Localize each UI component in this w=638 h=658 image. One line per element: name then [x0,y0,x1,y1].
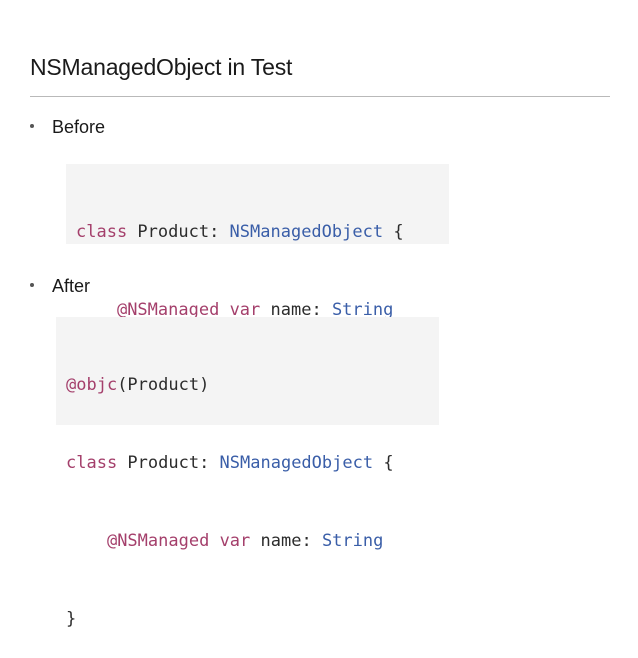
code-attribute: @NSManaged [116,300,220,320]
code-keyword: class [66,453,118,473]
code-keyword: var [229,300,261,320]
code-text: name: [250,531,322,551]
code-text: Product: [117,453,220,473]
bullet-after: After [30,276,90,297]
code-text: { [383,222,404,242]
bullet-label: After [52,276,91,296]
code-keyword: class [76,222,128,242]
code-line: class Product: NSManagedObject { [76,219,449,245]
title-divider [30,96,610,97]
code-line: } [66,606,439,632]
code-text: name: [260,300,332,320]
code-line: @objc(Product) [66,372,439,398]
code-text: Product: [127,222,230,242]
code-type: String [321,531,384,551]
bullet-before: Before [30,117,105,138]
bullet-dot-icon [30,282,34,287]
code-line: class Product: NSManagedObject { [66,450,439,476]
code-text [209,531,219,551]
code-text: } [66,609,77,629]
code-text: { [373,453,394,473]
bullet-label: Before [52,117,106,137]
code-type: NSManagedObject [229,222,384,242]
code-attribute: @objc [66,375,118,395]
code-line: @NSManaged var name: String [66,528,439,554]
code-type: String [331,300,394,320]
slide-title: NSManagedObject in Test [30,54,293,80]
bullet-dot-icon [30,123,34,128]
code-keyword: var [219,531,251,551]
code-text: (Product) [117,375,210,395]
code-line: @NSManaged var name: String [76,297,449,323]
code-indent [66,531,107,551]
code-type: NSManagedObject [219,453,374,473]
code-attribute: @NSManaged [106,531,210,551]
code-block-before: class Product: NSManagedObject { @NSMana… [66,164,449,398]
code-block-after: @objc(Product) class Product: NSManagedO… [56,317,439,629]
